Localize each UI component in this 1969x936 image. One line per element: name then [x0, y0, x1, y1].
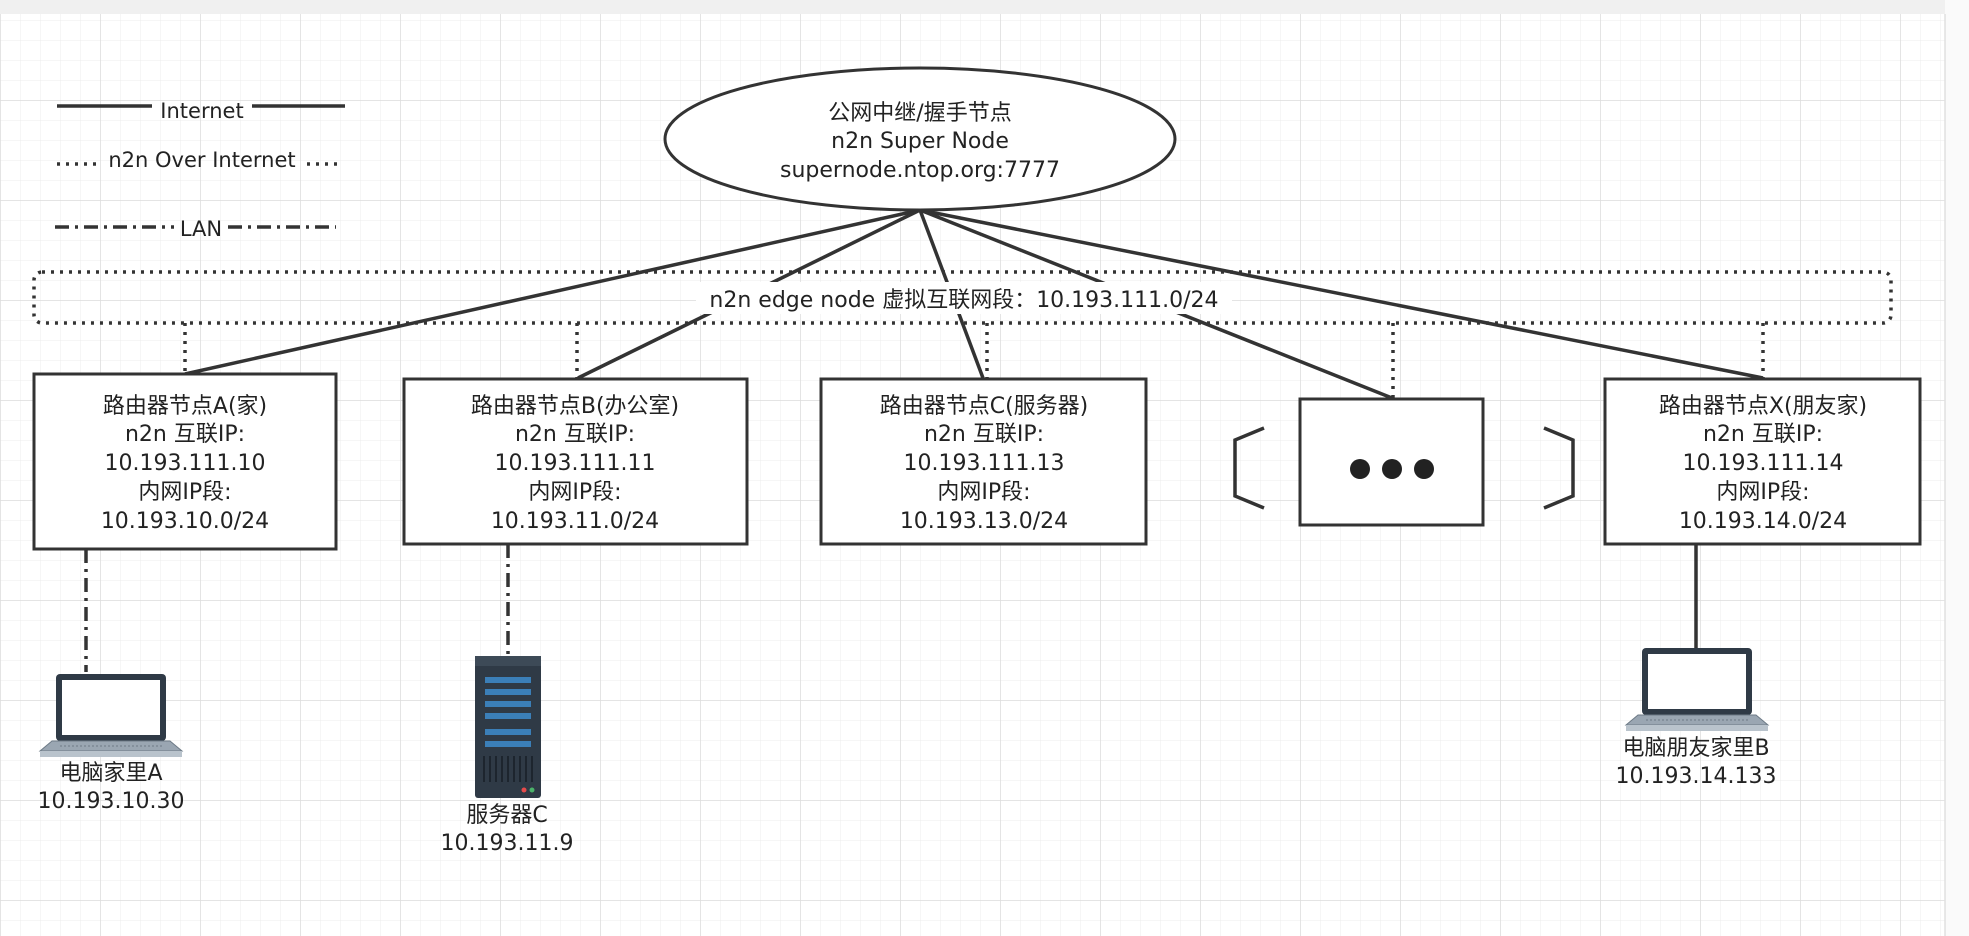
device-c-name: 服务器C — [466, 803, 547, 828]
router-c-box — [819, 377, 1148, 546]
router-a-box — [32, 372, 338, 551]
router-node-a[interactable]: 路由器节点A(家) n2n 互联IP: 10.193.111.10 内网IP段:… — [32, 372, 338, 551]
router-b-line2: n2n 互联IP: — [515, 422, 635, 447]
supernode-ellipse — [663, 66, 1177, 212]
device-a-ip: 10.193.10.30 — [38, 789, 185, 814]
device-c-ip: 10.193.11.9 — [441, 831, 574, 856]
router-b-box — [402, 377, 749, 546]
device-b-name: 电脑朋友家里B — [1622, 736, 1769, 761]
device-laptop-b[interactable]: 电脑朋友家里B 10.193.14.133 — [1616, 648, 1777, 789]
router-a-line2: n2n 互联IP: — [125, 422, 245, 447]
router-b-line1: 路由器节点B(办公室) — [471, 394, 679, 419]
router-x-line1: 路由器节点X(朋友家) — [1659, 394, 1867, 419]
supernode-line2: n2n Super Node — [831, 129, 1009, 154]
server-icon — [475, 656, 541, 798]
router-x-line2: n2n 互联IP: — [1703, 422, 1823, 447]
router-node-b[interactable]: 路由器节点B(办公室) n2n 互联IP: 10.193.111.11 内网IP… — [402, 377, 749, 546]
right-edge — [1945, 0, 1969, 936]
router-a-line4: 内网IP段: — [138, 480, 231, 505]
top-bar — [0, 0, 1969, 14]
router-a-line3: 10.193.111.10 — [105, 451, 266, 476]
supernode-line1: 公网中继/握手节点 — [828, 101, 1011, 126]
router-c-line4: 内网IP段: — [937, 480, 1030, 505]
router-node-x[interactable]: 路由器节点X(朋友家) n2n 互联IP: 10.193.111.14 内网IP… — [1603, 377, 1922, 546]
overlay-drops — [183, 323, 1765, 398]
router-a-line1: 路由器节点A(家) — [103, 394, 267, 419]
router-x-line4: 内网IP段: — [1716, 480, 1809, 505]
link-supernode-router-a — [184, 208, 921, 376]
supernode-line3: supernode.ntop.org:7777 — [780, 158, 1060, 183]
router-x-box — [1603, 377, 1922, 546]
more-dots-icon — [1350, 459, 1434, 479]
supernode[interactable]: 公网中继/握手节点 n2n Super Node supernode.ntop.… — [663, 66, 1177, 212]
legend-overlay-label: n2n Over Internet — [108, 148, 295, 172]
legend: Internet n2n Over Internet LAN — [55, 99, 345, 241]
edge-band-label-backdrop — [696, 282, 1232, 314]
edge-network-band — [32, 270, 1893, 325]
router-c-line3: 10.193.111.13 — [904, 451, 1065, 476]
edge-band-label: n2n edge node 虚拟互联网段：10.193.111.0/24 — [709, 288, 1218, 313]
laptop-icon — [38, 674, 184, 757]
device-a-name: 电脑家里A — [59, 761, 162, 786]
router-x-line3: 10.193.111.14 — [1683, 451, 1844, 476]
more-nodes-placeholder[interactable] — [1233, 397, 1575, 527]
router-b-line5: 10.193.11.0/24 — [491, 509, 659, 534]
legend-internet-label: Internet — [160, 99, 243, 123]
router-x-line5: 10.193.14.0/24 — [1679, 509, 1847, 534]
router-c-line2: n2n 互联IP: — [924, 422, 1044, 447]
link-supernode-router-x — [919, 208, 1764, 380]
left-bracket-icon — [1233, 426, 1265, 510]
router-c-line5: 10.193.13.0/24 — [900, 509, 1068, 534]
legend-lan-label: LAN — [180, 217, 222, 241]
device-b-ip: 10.193.14.133 — [1616, 764, 1777, 789]
router-a-line5: 10.193.10.0/24 — [101, 509, 269, 534]
device-laptop-a[interactable]: 电脑家里A 10.193.10.30 — [38, 674, 185, 814]
right-bracket-icon — [1543, 426, 1575, 510]
laptop-icon — [1624, 648, 1770, 731]
device-server-c[interactable]: 服务器C 10.193.11.9 — [441, 656, 574, 856]
router-node-c[interactable]: 路由器节点C(服务器) n2n 互联IP: 10.193.111.13 内网IP… — [819, 377, 1148, 546]
router-b-line3: 10.193.111.11 — [495, 451, 656, 476]
router-b-line4: 内网IP段: — [528, 480, 621, 505]
router-c-line1: 路由器节点C(服务器) — [880, 394, 1089, 419]
